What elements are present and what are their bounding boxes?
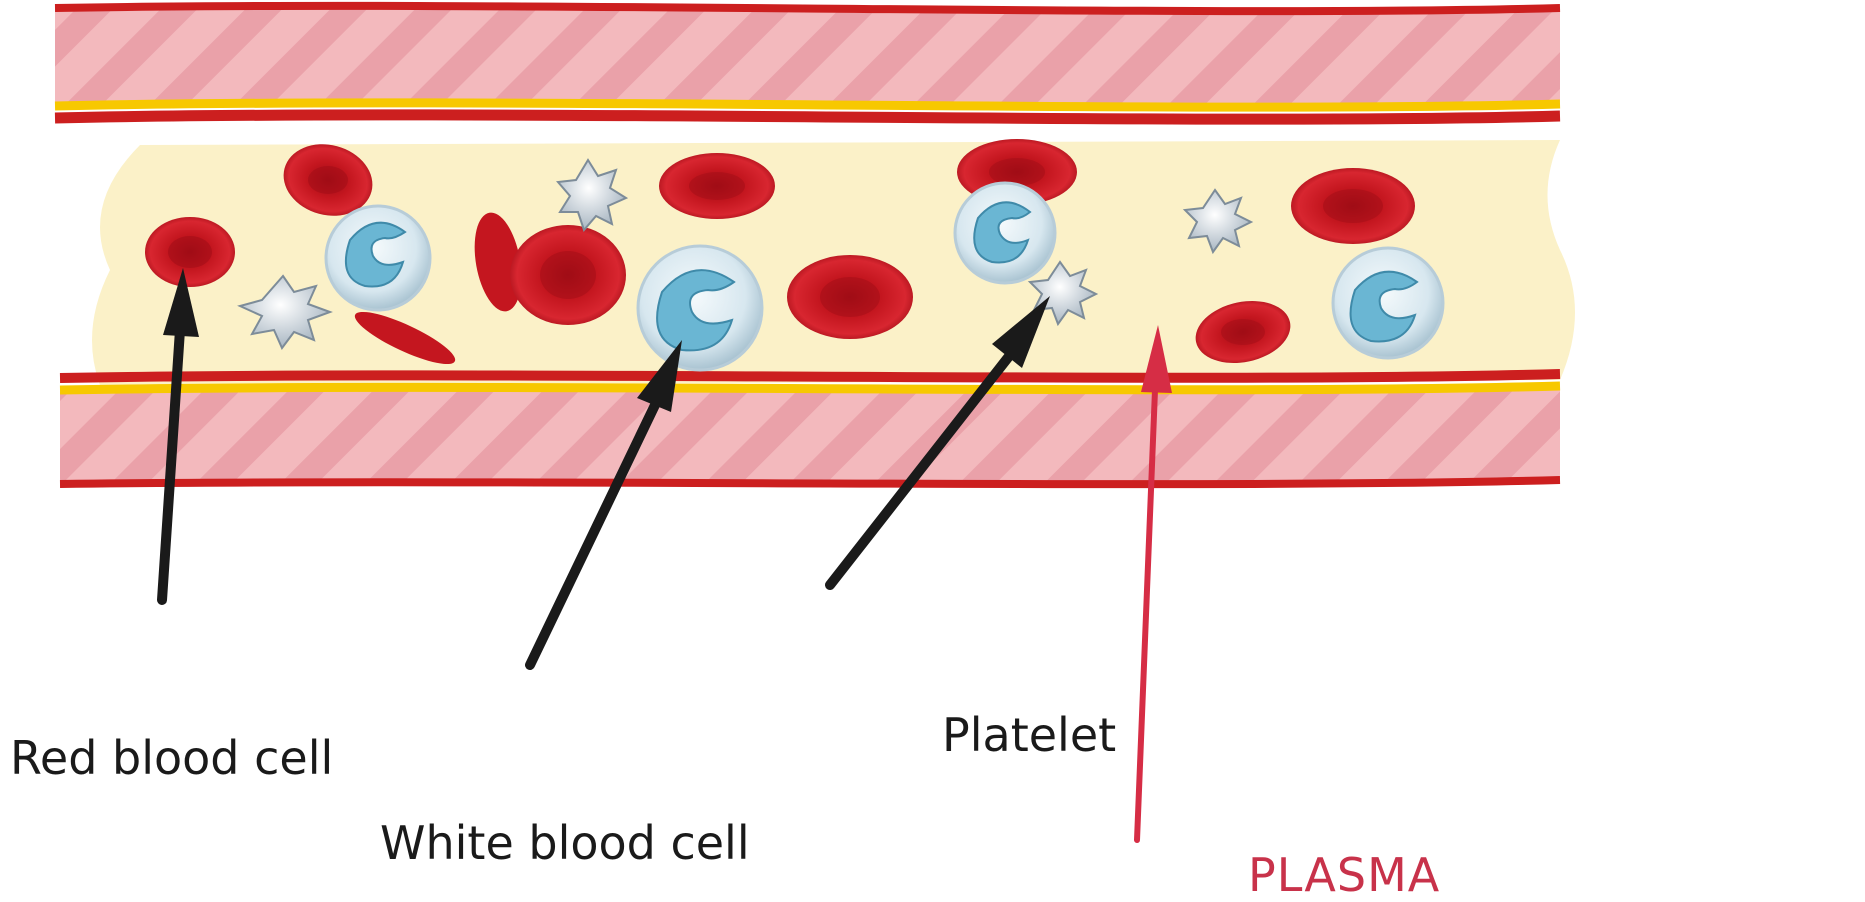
white-blood-cell-icon bbox=[1333, 248, 1443, 358]
white-blood-cell-icon bbox=[955, 183, 1055, 283]
plasma-label: PLASMA bbox=[1248, 852, 1440, 898]
white-blood-cell-icon bbox=[326, 206, 430, 310]
red-blood-cell-icon bbox=[659, 153, 775, 219]
red-blood-cell-icon bbox=[145, 217, 235, 287]
upper-vessel-wall bbox=[55, 6, 1560, 119]
red-blood-cell-label: Red blood cell bbox=[10, 735, 333, 781]
platelet-label: Platelet bbox=[942, 712, 1116, 758]
lower-vessel-wall bbox=[60, 374, 1560, 484]
red-blood-cell-icon bbox=[510, 225, 626, 325]
white-blood-cell-label: White blood cell bbox=[380, 820, 750, 866]
white-blood-cell-icon bbox=[638, 246, 762, 370]
red-blood-cell-icon bbox=[1291, 168, 1415, 244]
red-blood-cell-icon bbox=[787, 255, 913, 339]
